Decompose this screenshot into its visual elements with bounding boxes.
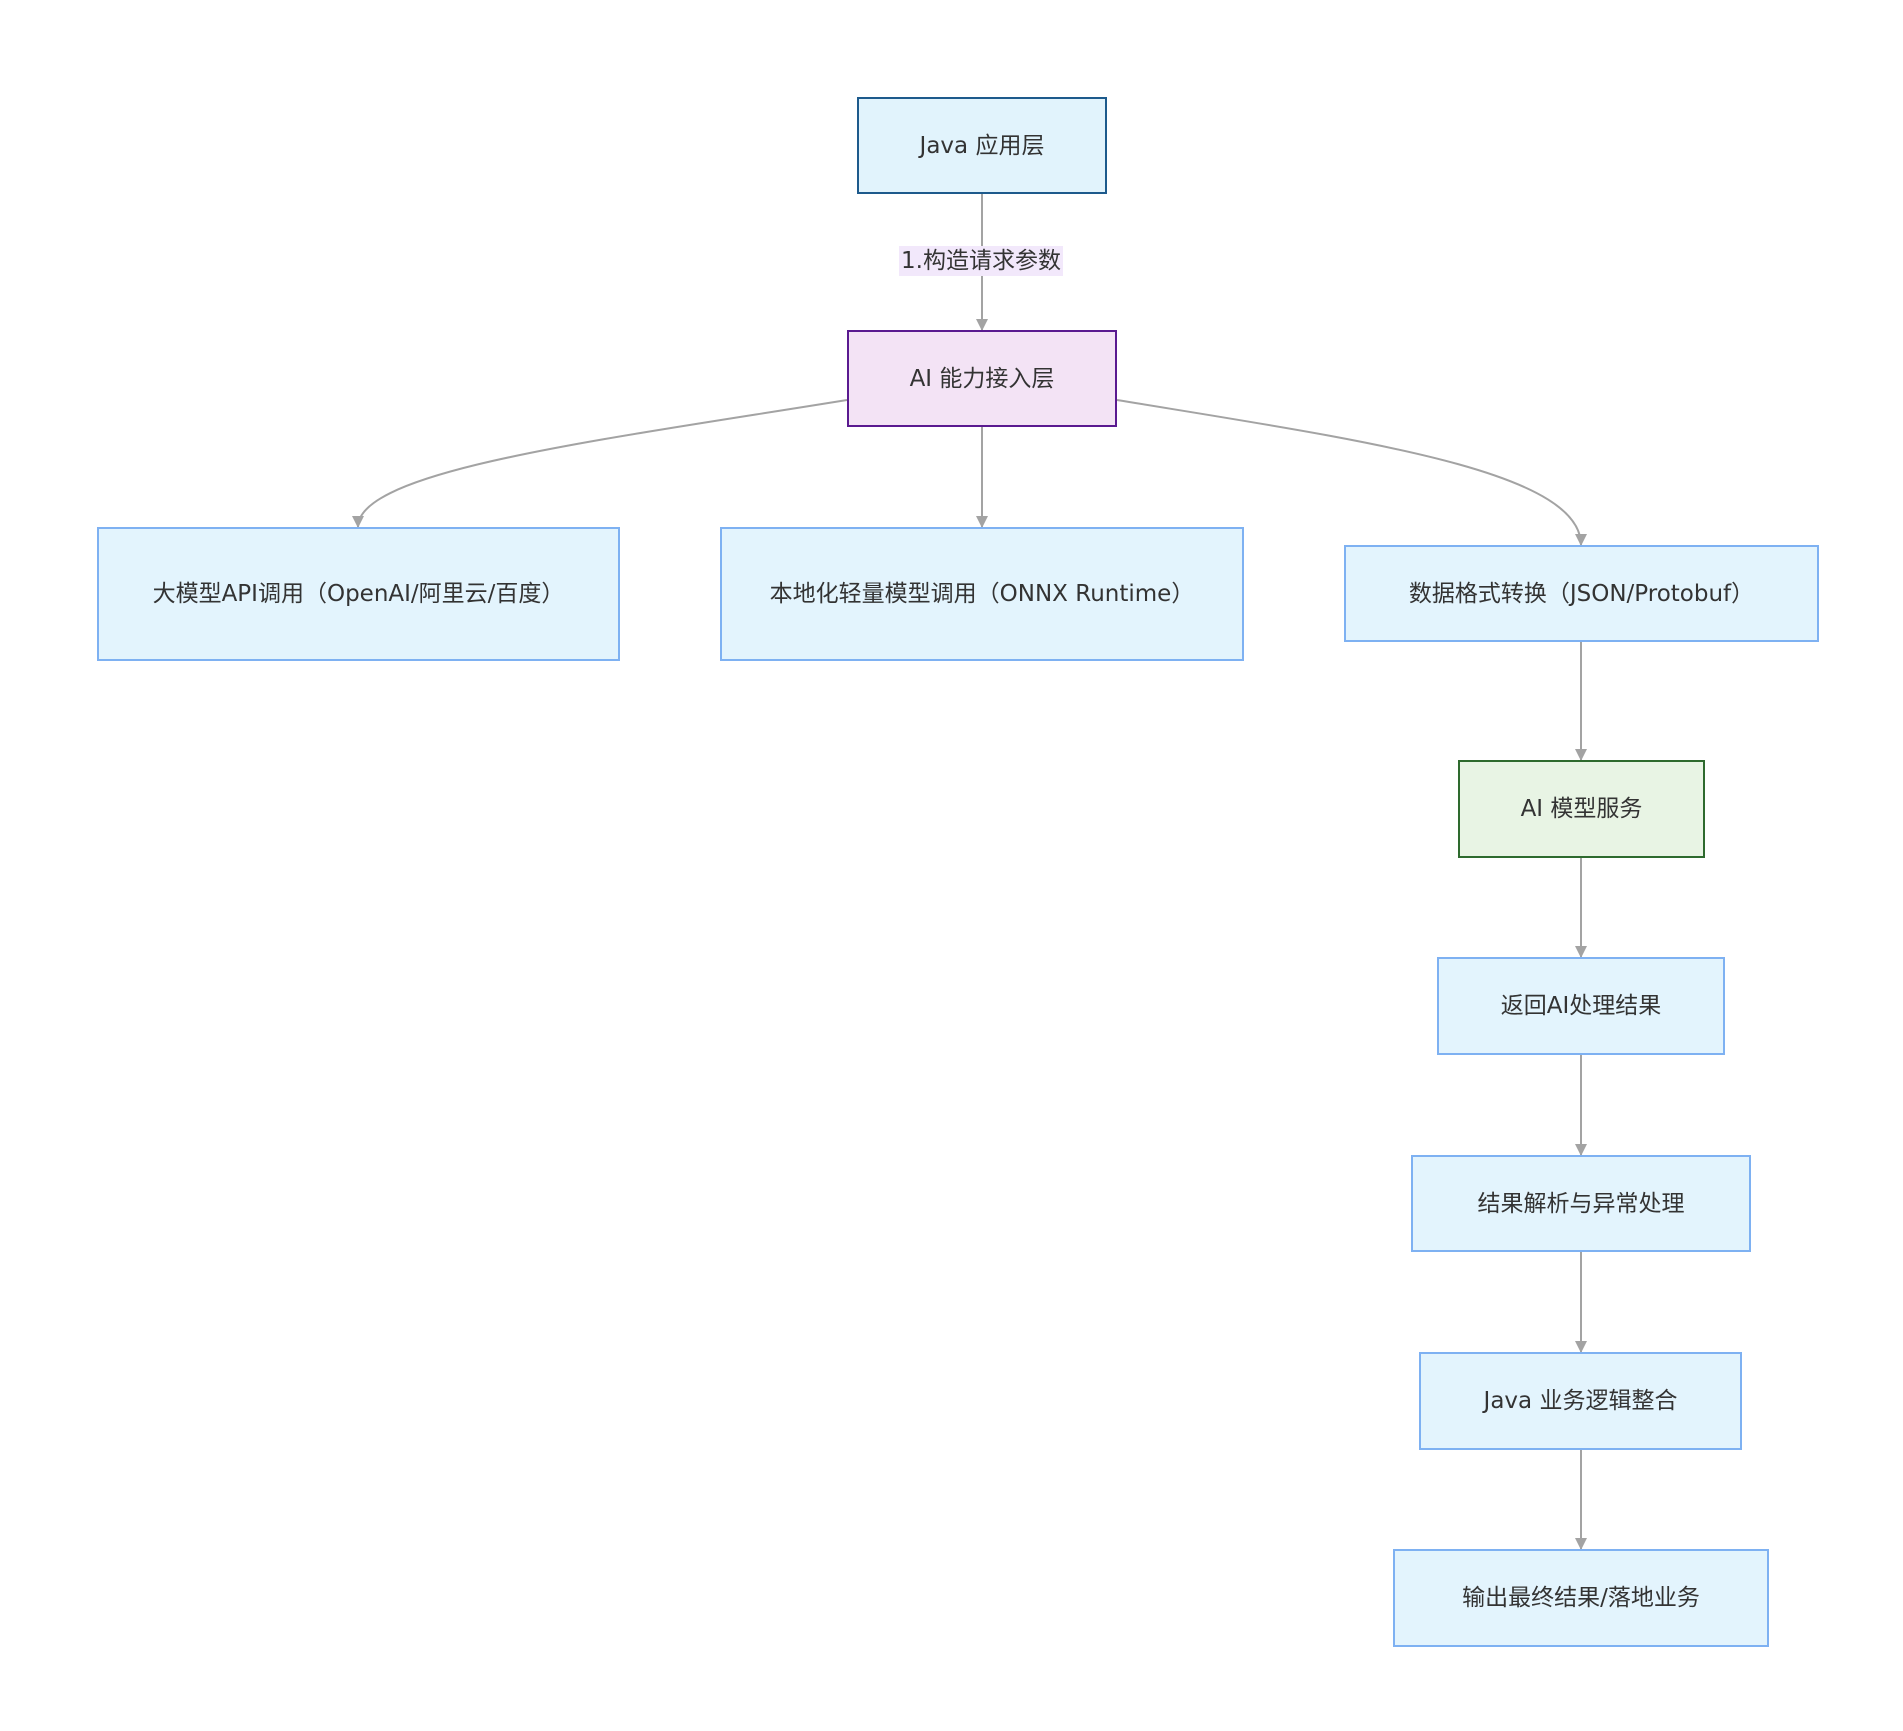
node-java-business-logic: Java 业务逻辑整合 [1419, 1352, 1742, 1450]
node-return-ai-result: 返回AI处理结果 [1437, 957, 1725, 1055]
edge-label-request: 1.构造请求参数 [899, 246, 1063, 276]
node-final-output: 输出最终结果/落地业务 [1393, 1549, 1769, 1647]
node-ai-access-layer: AI 能力接入层 [847, 330, 1117, 427]
edge-access-to-llm-api [352, 399, 848, 528]
node-java-app: Java 应用层 [857, 97, 1107, 194]
node-ai-model-service: AI 模型服务 [1458, 760, 1705, 858]
node-local-model-call: 本地化轻量模型调用（ONNX Runtime） [720, 527, 1244, 661]
edge-access-to-data-convert [1116, 399, 1587, 546]
node-data-format-convert: 数据格式转换（JSON/Protobuf） [1344, 545, 1819, 642]
node-llm-api-call: 大模型API调用（OpenAI/阿里云/百度） [97, 527, 620, 661]
node-result-parse: 结果解析与异常处理 [1411, 1155, 1751, 1252]
